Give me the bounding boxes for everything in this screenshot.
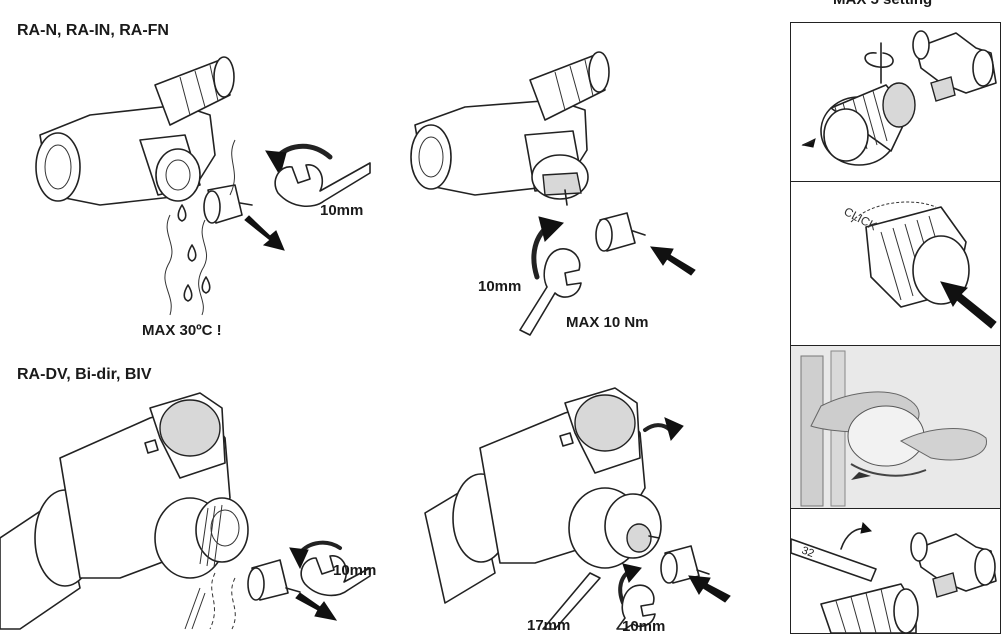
wrench-10mm-icon — [616, 584, 656, 630]
ra-valve-removal-illustration — [35, 56, 371, 316]
section-title-ra: RA-N, RA-IN, RA-FN — [17, 22, 169, 39]
valve-insert-new — [595, 212, 646, 252]
dv-removal-wrench-size: 10mm — [333, 562, 377, 579]
setting-panel-4: 32 — [790, 508, 1001, 634]
setting-panel-1 — [790, 22, 1001, 182]
click-caption: CLICK — [842, 204, 880, 233]
thermostat-rotate-illustration — [801, 30, 997, 166]
max-temperature-warning: MAX 30ºC ! — [142, 322, 222, 339]
thermostat-click-illustration: CLICK — [842, 201, 997, 329]
valve-insert-removed — [203, 184, 253, 224]
wrench-10mm-icon — [519, 248, 582, 336]
dv-valve-install-illustration — [424, 387, 731, 630]
dv-install-wrench-small: 10mm — [622, 618, 666, 635]
key-number-caption: 32 — [800, 545, 816, 560]
thermostat-key-illustration: 32 — [791, 521, 997, 633]
setting-panel-2: CLICK — [790, 181, 1001, 346]
ra-install-wrench-size: 10mm — [478, 278, 522, 295]
dv-insert-removed — [247, 559, 301, 601]
section-title-dv: RA-DV, Bi-dir, BIV — [17, 366, 152, 383]
setting-panel-3 — [790, 345, 1001, 509]
max-setting-heading: MAX 5 setting — [833, 0, 932, 8]
wrench-10mm-icon — [300, 555, 371, 597]
dv-valve-removal-illustration — [0, 392, 371, 630]
wrench-10mm-icon — [274, 162, 371, 208]
dv-install-wrench-large: 17mm — [527, 617, 571, 634]
hands-adjust-photo — [791, 346, 1000, 508]
ra-removal-wrench-size: 10mm — [320, 202, 364, 219]
dv-insert-new — [660, 545, 710, 584]
max-torque-label: MAX 10 Nm — [566, 314, 649, 331]
ra-valve-install-illustration — [410, 51, 696, 336]
